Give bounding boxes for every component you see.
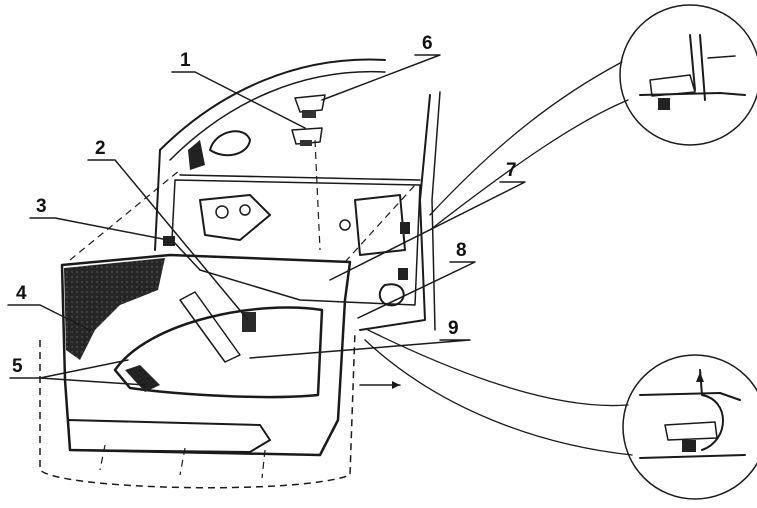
arrow-right [359, 381, 401, 389]
callout-3: 3 [36, 196, 47, 217]
door-frame [154, 58, 441, 331]
callout-8: 8 [456, 240, 467, 261]
callout-7: 7 [506, 160, 517, 181]
clip-items [163, 94, 326, 246]
door-trim-panel [60, 253, 352, 457]
callout-2: 2 [95, 138, 106, 159]
detail-circle-top [619, 4, 757, 146]
callout-9: 9 [448, 318, 459, 339]
dashed-outlines [39, 139, 416, 489]
leader-lines [7, 54, 526, 386]
detail-connectors [364, 61, 633, 456]
callout-4: 4 [16, 283, 27, 304]
callout-labels: 1 2 3 4 5 6 7 8 9 [12, 33, 517, 377]
callout-6: 6 [422, 33, 433, 54]
callout-1: 1 [180, 50, 191, 71]
callout-5: 5 [12, 356, 23, 377]
detail-circle-bottom [622, 354, 757, 500]
